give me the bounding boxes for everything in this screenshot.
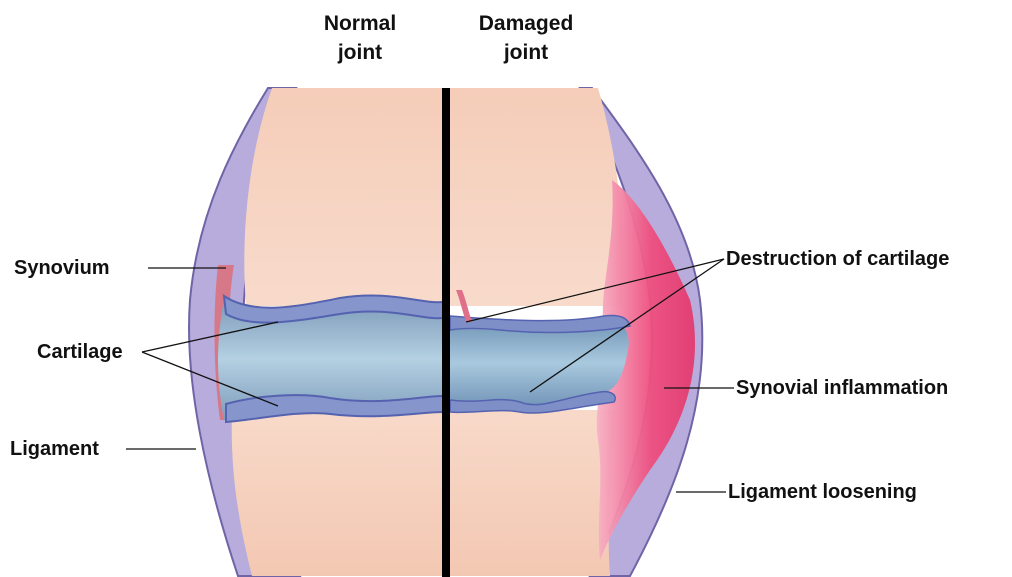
label-ligament: Ligament [10, 437, 99, 461]
header-normal-line1: Normal [300, 9, 420, 38]
header-damaged-line2: joint [456, 38, 596, 67]
label-synovial-inflammation: Synovial inflammation [736, 376, 948, 400]
lower-bone [232, 410, 615, 576]
label-destruction-of-cartilage: Destruction of cartilage [726, 247, 949, 271]
label-cartilage: Cartilage [37, 340, 123, 364]
header-damaged-joint: Damaged joint [456, 9, 596, 67]
label-ligament-loosening: Ligament loosening [728, 480, 917, 504]
label-synovium: Synovium [14, 256, 110, 280]
header-normal-line2: joint [300, 38, 420, 67]
header-damaged-line1: Damaged [456, 9, 596, 38]
divider-line [442, 88, 450, 577]
upper-bone [244, 88, 623, 306]
header-normal-joint: Normal joint [300, 9, 420, 67]
